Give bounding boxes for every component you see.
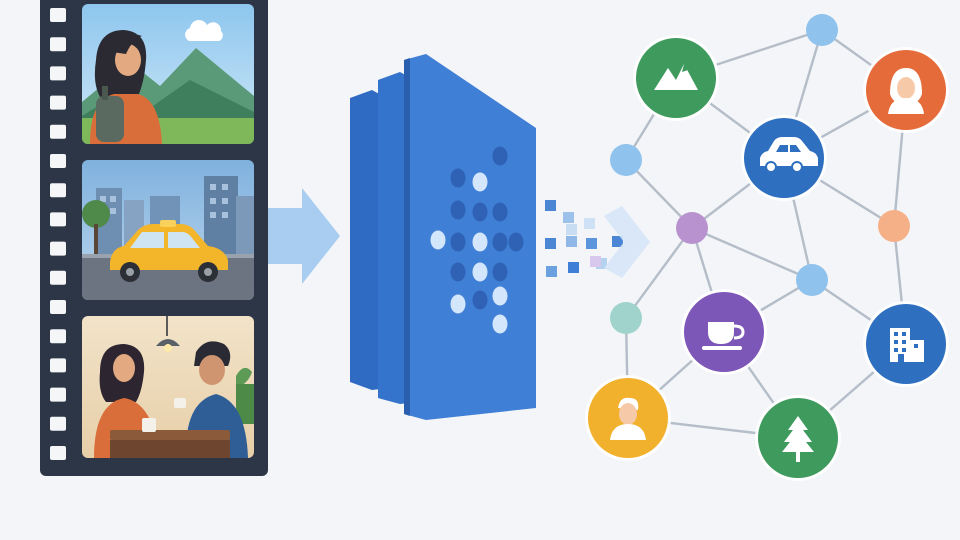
sprocket-hole [50, 124, 66, 139]
feature-pixel [596, 258, 607, 269]
encoder-feature-dots [430, 146, 524, 334]
encoder-dot [492, 146, 508, 166]
sprocket-hole [50, 37, 66, 52]
encoder-dot [472, 262, 488, 282]
graph-node-dot-top [806, 14, 838, 46]
flow-arrow-film-to-encoder [268, 188, 340, 284]
flow-arrow-encoder-to-graph [604, 206, 650, 278]
encoder-dot [492, 262, 508, 282]
film-frame-woman-hiker [82, 4, 254, 144]
graph-node-dot-middle-blue [796, 264, 828, 296]
feature-pixel [566, 236, 577, 247]
encoder-dot [450, 232, 466, 252]
film-frame-city-taxi [82, 160, 254, 300]
sprocket-hole [50, 387, 66, 402]
feature-stream [545, 200, 650, 278]
film-frame-cafe-couple [82, 316, 254, 458]
feature-pixel [584, 218, 595, 229]
woman-icon [888, 68, 924, 114]
sprocket-hole [50, 66, 66, 81]
mountain-icon [654, 64, 698, 90]
sprocket-hole [50, 241, 66, 256]
feature-pixels [545, 200, 623, 277]
sprocket-hole [50, 8, 66, 22]
sprocket-hole [50, 270, 66, 285]
encoder-dot [492, 314, 508, 334]
feature-pixel [566, 224, 577, 235]
feature-pixel [590, 256, 601, 267]
sprocket-hole [50, 358, 66, 373]
car-icon [760, 137, 818, 173]
encoder-dot [472, 202, 488, 222]
feature-pixel [568, 262, 579, 273]
feature-pixel [586, 238, 597, 249]
graph-edge [625, 227, 693, 319]
tree-icon [782, 416, 814, 462]
sprocket-hole [50, 183, 66, 198]
feature-pixel [545, 200, 556, 211]
encoder-dot [492, 286, 508, 306]
graph-node-mountain [633, 35, 719, 121]
encoder-dot [508, 232, 524, 252]
graph-node-coffee [681, 289, 767, 375]
graph-node-dot-left-teal [610, 302, 642, 334]
sprocket-hole [50, 329, 66, 344]
graph-node-building [863, 301, 949, 387]
sprocket-hole [50, 416, 66, 431]
encoder-dot [492, 232, 508, 252]
graph-nodes [585, 14, 949, 481]
encoder-dot [472, 232, 488, 252]
graph-edge [691, 226, 813, 282]
graph-node-person-man [585, 375, 671, 461]
feature-pixel [546, 266, 557, 277]
encoder-dot [492, 202, 508, 222]
graph-node-car [741, 115, 827, 201]
feature-pixel [563, 212, 574, 223]
graph-node-tree [755, 395, 841, 481]
feature-pixel [545, 238, 556, 249]
feature-pixel [612, 236, 623, 247]
film-strip [40, 0, 268, 476]
encoder-dot [450, 168, 466, 188]
graph-node-person-woman [863, 47, 949, 133]
encoder-dot [450, 200, 466, 220]
building-icon [890, 328, 924, 362]
coffee-cup-icon [702, 322, 745, 350]
graph-node-dot-left [610, 144, 642, 176]
encoder-dot [472, 290, 488, 310]
sprocket-hole [50, 300, 66, 314]
graph-node-dot-right-orange [878, 210, 910, 242]
sprocket-hole [50, 212, 66, 227]
sprocket-hole [50, 95, 66, 110]
encoder-dot [450, 294, 466, 314]
encoder-dot [430, 230, 446, 250]
graph-node-dot-center-purple [676, 212, 708, 244]
sprocket-hole [50, 446, 66, 460]
film-sprocket-holes [50, 8, 66, 460]
man-icon [610, 397, 646, 440]
sprocket-hole [50, 154, 66, 168]
encoder-block [350, 54, 536, 420]
encoder-dot [472, 172, 488, 192]
encoder-dot [450, 262, 466, 282]
